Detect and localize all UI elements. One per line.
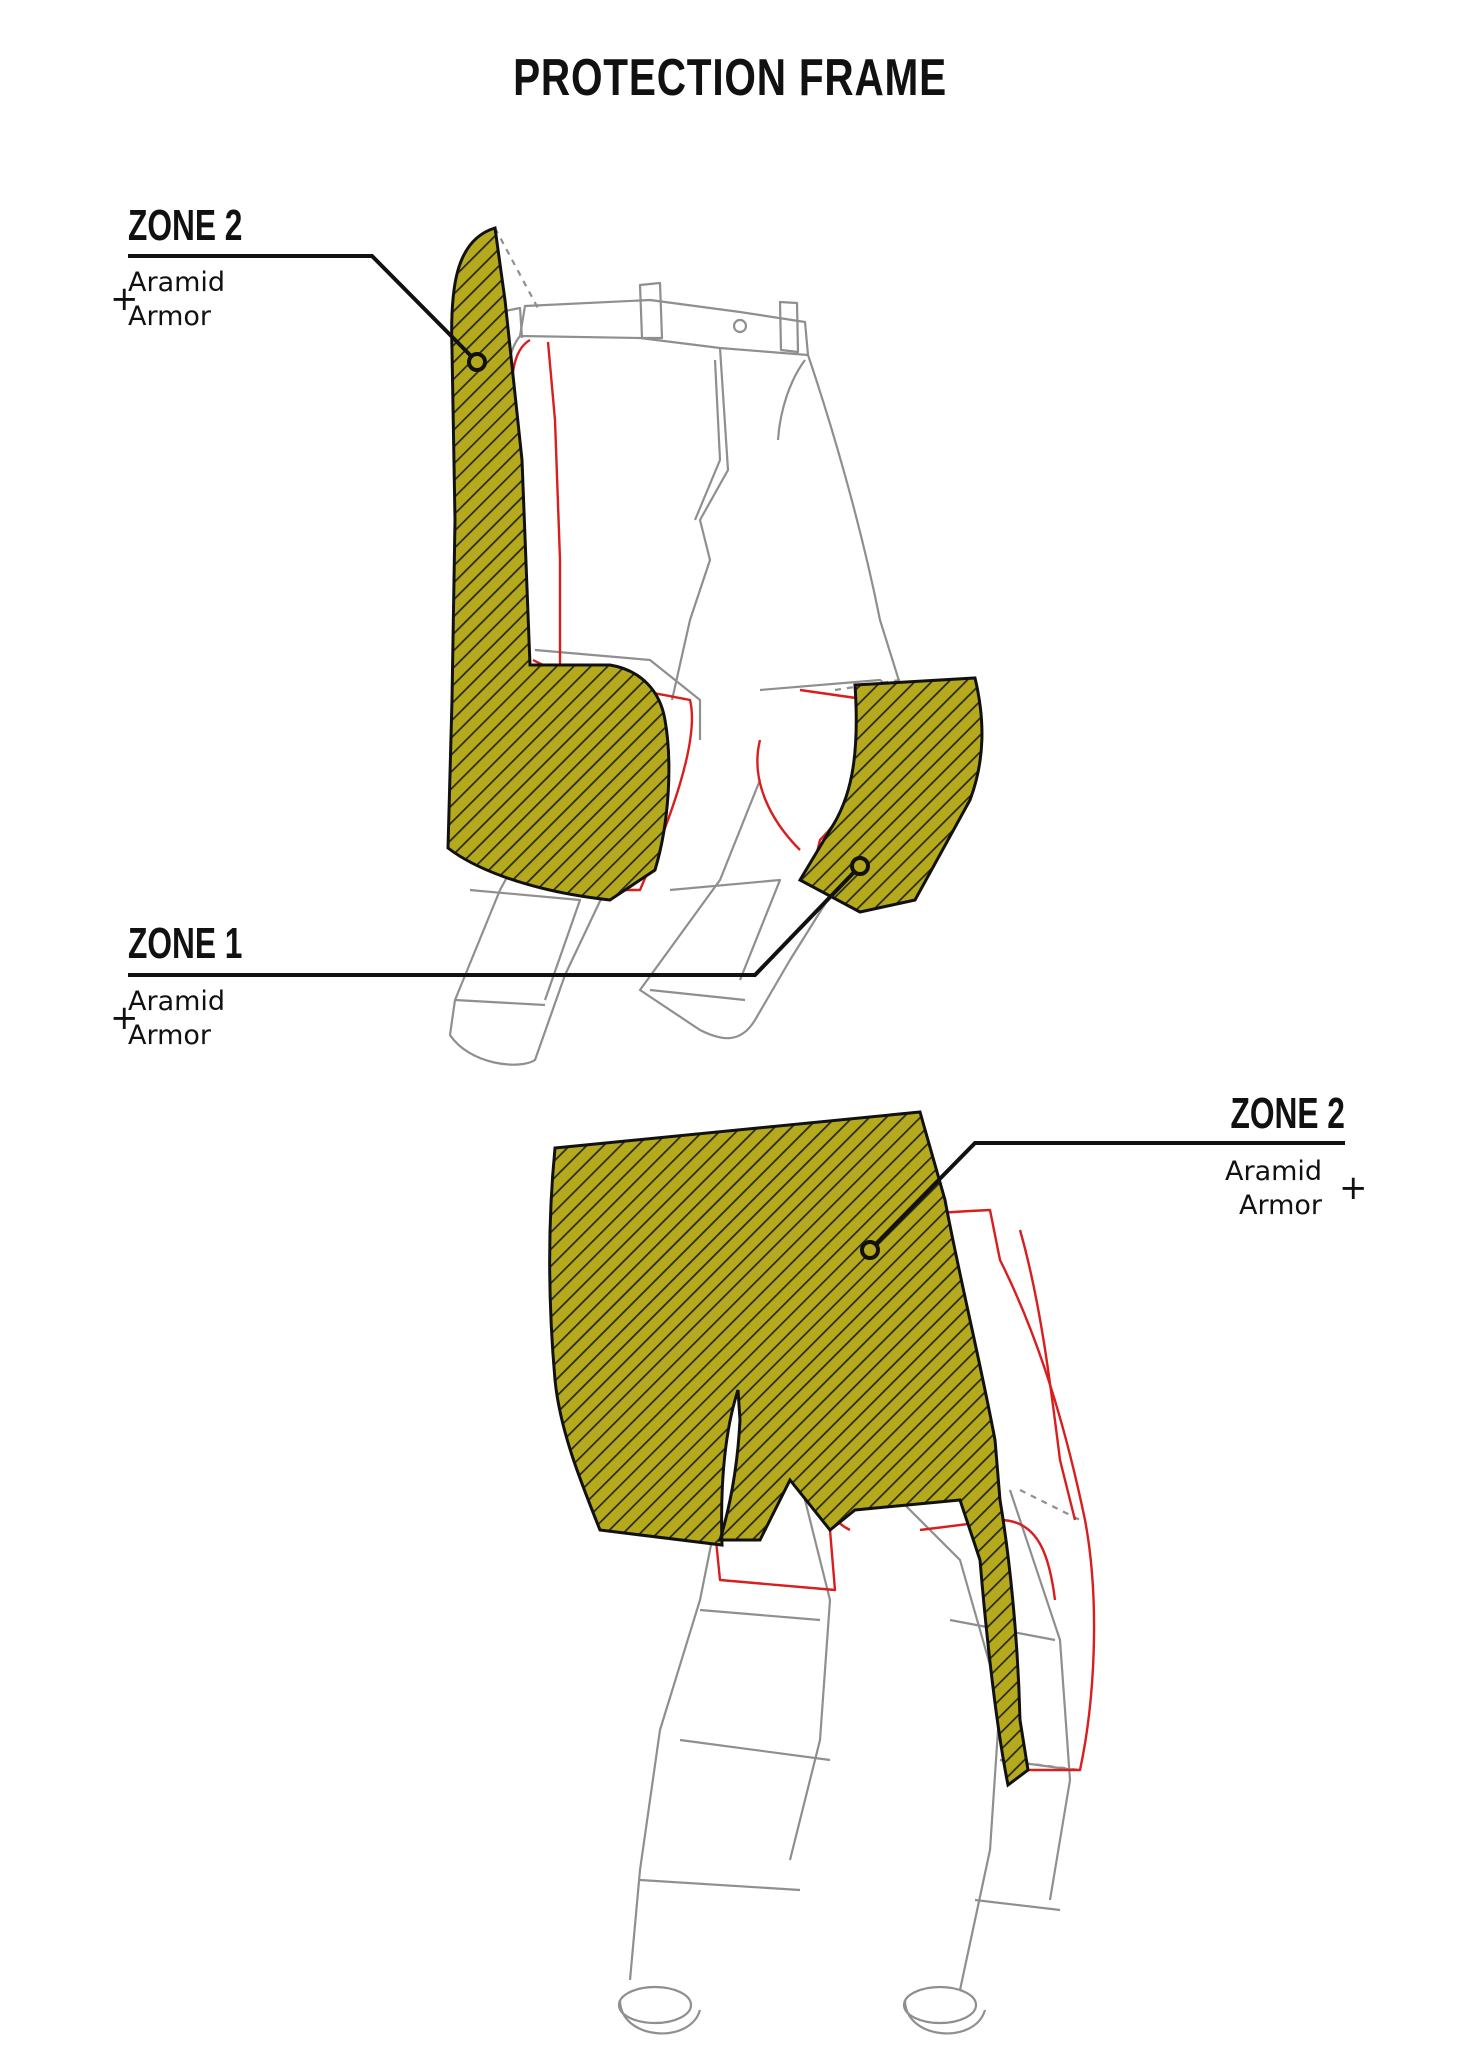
plus-icon: + [1339,1168,1368,1208]
zone-label: ZONE 2 [1230,1089,1345,1138]
rear-zone-2-area [548,1110,1030,1788]
material-label: Aramid [128,986,226,1017]
zone-label: ZONE 2 [128,201,243,250]
diagram-title: PROTECTION FRAME [513,49,947,107]
callout-rear-zone-2: ZONE 2 [1186,1092,1345,1136]
zone-label: ZONE 1 [128,919,243,968]
material-label: Armor [128,1020,212,1051]
front-zone-1-area [797,676,984,914]
callout-front-zone-1: ZONE 1 [128,922,287,966]
callout-front-zone-2-materials: + Aramid Armor [110,266,310,346]
front-zone-2-area [446,226,671,902]
callout-front-zone-2: ZONE 2 [128,204,287,248]
plus-icon: + [110,998,139,1038]
material-label: Armor [1239,1190,1323,1221]
callout-rear-zone-2-materials: Aramid Armor + [1225,1155,1385,1235]
callout-front-zone-1-materials: + Aramid Armor [110,985,310,1065]
material-label: Aramid [1225,1156,1323,1187]
plus-icon: + [110,279,139,319]
material-label: Armor [128,301,212,332]
material-label: Aramid [128,267,226,298]
leader-lines [128,254,1345,1260]
